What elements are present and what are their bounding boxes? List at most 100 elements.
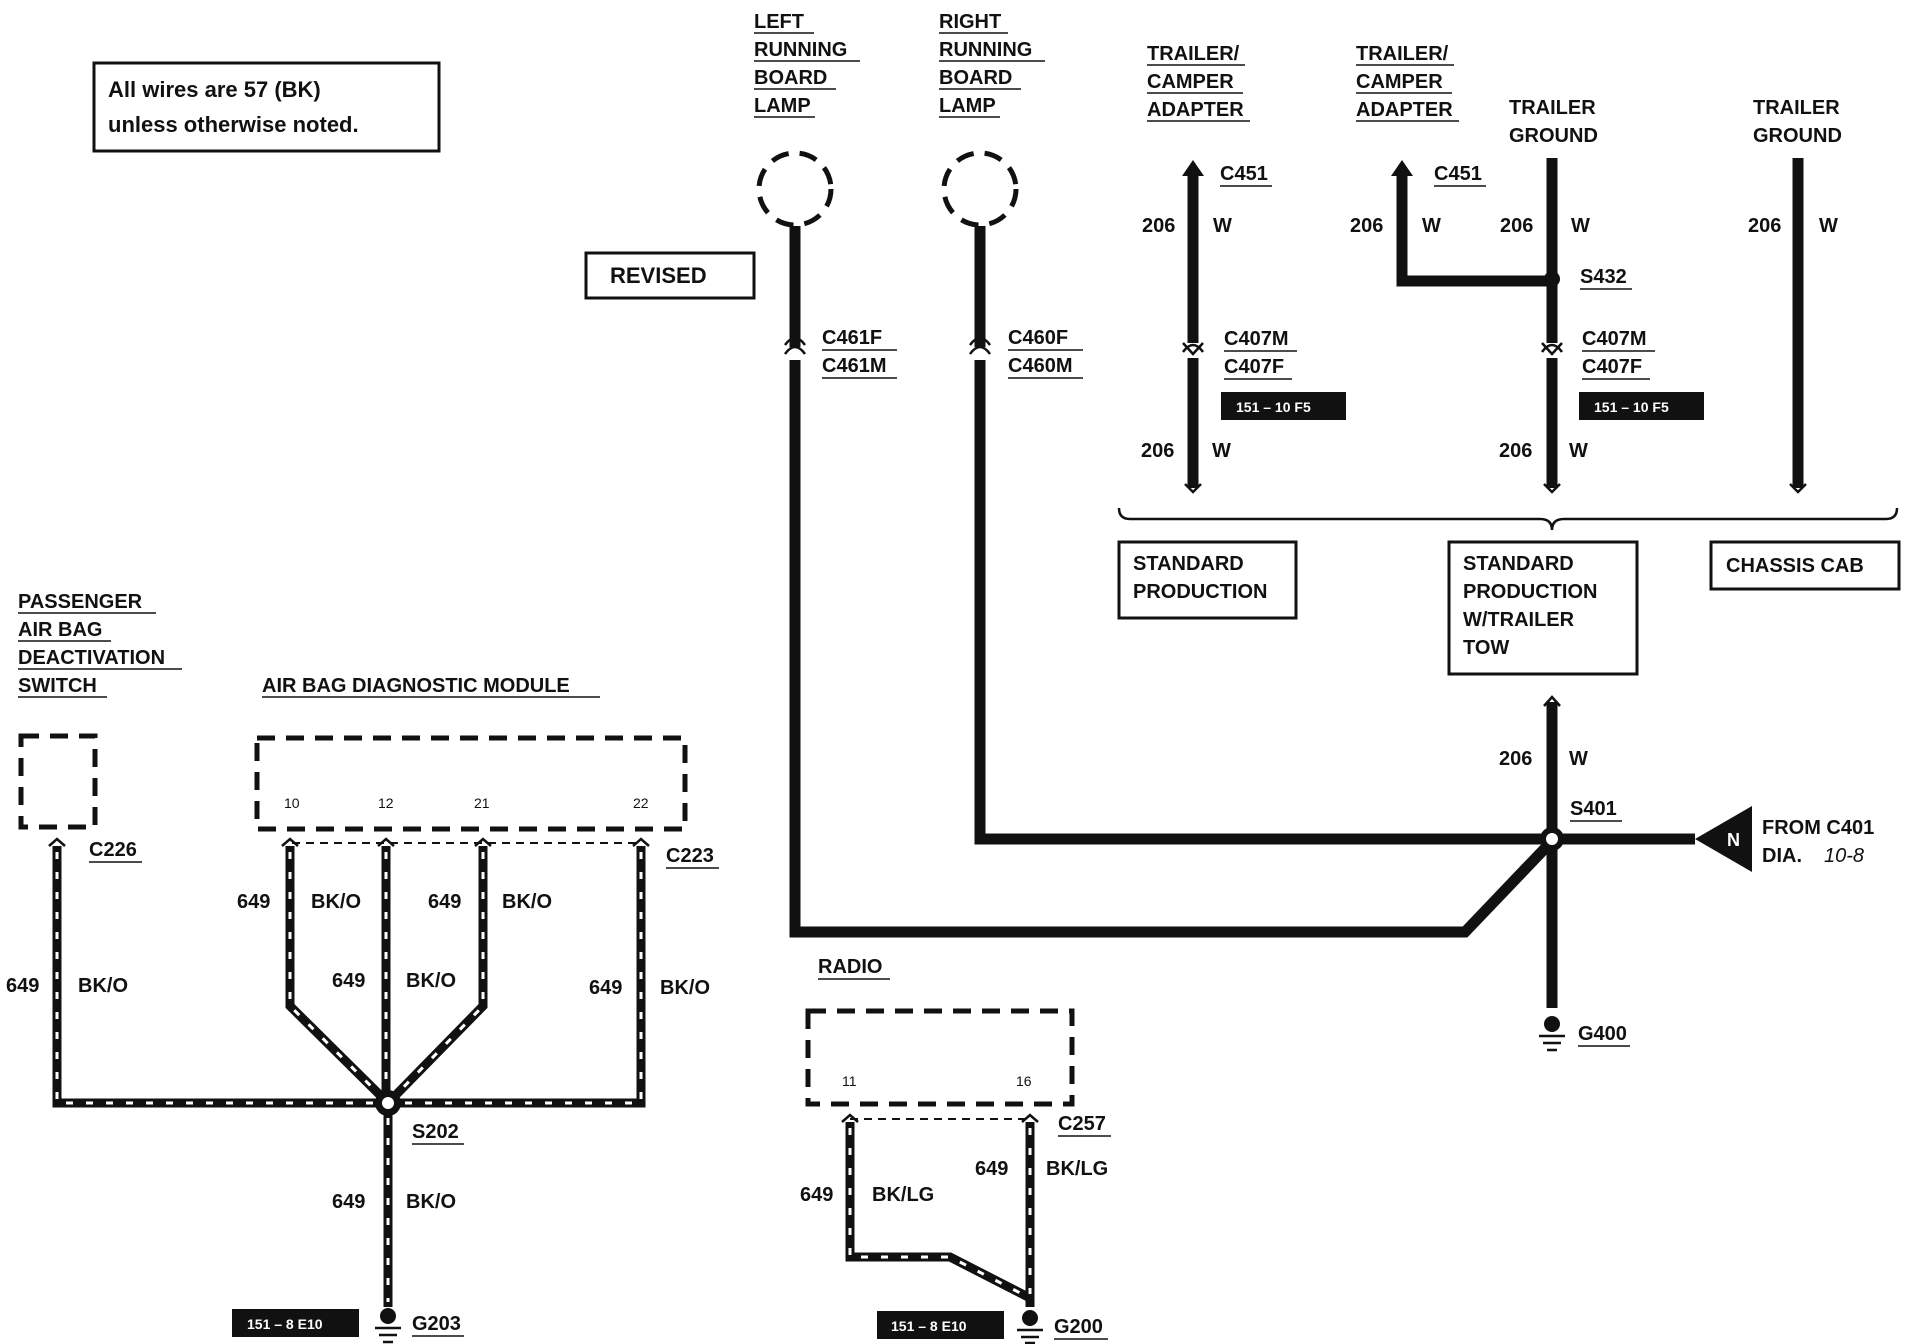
airbag-wires: [48, 837, 650, 1307]
adapter1-arrow-icon: [1182, 160, 1204, 176]
left-lamp-label-1: LEFT: [754, 11, 804, 33]
switch-circuit: 649: [6, 975, 39, 997]
adapter2-c451: C451: [1434, 163, 1482, 185]
switch-label-3: DEACTIVATION: [18, 647, 165, 669]
variant-tow-l1: STANDARD: [1463, 553, 1574, 575]
module-wire3-circuit: 649: [428, 891, 461, 913]
ground1-color-bot: W: [1569, 440, 1588, 462]
revised-stamp: REVISED: [584, 251, 756, 300]
variant-tow-l2: PRODUCTION: [1463, 581, 1597, 603]
c401-marker: N: [1727, 830, 1740, 850]
ground2-color: W: [1819, 215, 1838, 237]
module-wire3-color: BK/O: [502, 891, 552, 913]
adapter1-color-bot: W: [1212, 440, 1231, 462]
variant-chassis-l1: CHASSIS CAB: [1726, 555, 1864, 577]
radio-pin-16: 16: [1016, 1073, 1032, 1089]
adapter2-label-2: CAMPER: [1356, 71, 1443, 93]
left-lamp-label-2: RUNNING: [754, 39, 847, 61]
c460-connector-icon: [968, 345, 992, 355]
trailer-camper-adapter-2: TRAILER/ CAMPER ADAPTER C451 206 W: [1350, 43, 1550, 287]
left-lamp-label-4: LAMP: [754, 95, 811, 117]
adapter1-color-top: W: [1213, 215, 1232, 237]
g400-ground-icon: [1539, 1016, 1565, 1052]
switch-label-1: PASSENGER: [18, 591, 143, 613]
s202-label: S202: [412, 1121, 459, 1143]
adapter1-c451: C451: [1220, 163, 1268, 185]
c460m-label: C460M: [1008, 355, 1072, 377]
g200-ref: 151 – 8 E10: [891, 1318, 967, 1334]
adapter1-label-1: TRAILER/: [1147, 43, 1240, 65]
adapter2-color: W: [1422, 215, 1441, 237]
s202-circuit: 649: [332, 1191, 365, 1213]
module-symbol: [254, 735, 688, 832]
radio-title: RADIO: [818, 956, 882, 978]
c461f-label: C461F: [822, 327, 882, 349]
s202-color: BK/O: [406, 1191, 456, 1213]
variant-standard-l1: STANDARD: [1133, 553, 1244, 575]
s202-junction: S202 649 BK/O 151 – 8 E10 G203: [232, 1121, 464, 1344]
module-wire1-color: BK/O: [311, 891, 361, 913]
adapter1-ref-badge: [1221, 392, 1346, 420]
c461m-label: C461M: [822, 355, 886, 377]
variant-brace: [1117, 507, 1899, 531]
radio-pin-11: 11: [842, 1073, 857, 1089]
switch-label-2: AIR BAG: [18, 619, 102, 641]
ground1-c407f: C407F: [1582, 356, 1642, 378]
s432-label: S432: [1580, 266, 1627, 288]
variant-tow-l4: TOW: [1463, 637, 1509, 659]
variant-standard-production: STANDARD PRODUCTION: [1117, 540, 1298, 620]
module-title: AIR BAG DIAGNOSTIC MODULE: [262, 675, 570, 697]
right-lamp-label-2: RUNNING: [939, 39, 1032, 61]
variant-standard-l2: PRODUCTION: [1133, 581, 1267, 603]
adapter1-label-2: CAMPER: [1147, 71, 1234, 93]
adapter1-label-3: ADAPTER: [1147, 99, 1244, 121]
from-c401-l1: FROM C401: [1762, 817, 1874, 839]
switch-color: BK/O: [78, 975, 128, 997]
radio-right-circuit: 649: [975, 1158, 1008, 1180]
g203-ref: 151 – 8 E10: [247, 1316, 323, 1332]
adapter2-label-1: TRAILER/: [1356, 43, 1449, 65]
trailer-ground-2: TRAILER GROUND 206 W: [1748, 97, 1842, 494]
variant-trailer-tow: STANDARD PRODUCTION W/TRAILER TOW: [1447, 540, 1639, 676]
c257-label: C257: [1058, 1113, 1106, 1135]
module-pin-21: 21: [474, 795, 490, 811]
g203-label: G203: [412, 1313, 461, 1335]
ground2-label-2: GROUND: [1753, 125, 1842, 147]
c223-label: C223: [666, 845, 714, 867]
radio-right-color: BK/LG: [1046, 1158, 1108, 1180]
off-page-arrow-icon: [1695, 806, 1752, 872]
ground1-color-top: W: [1571, 215, 1590, 237]
adapter1-circuit-bot: 206: [1141, 440, 1174, 462]
adapter2-arrow-icon: [1391, 160, 1413, 176]
radio: RADIO 11 16 C257 649 BK/LG 649 BK/LG 151…: [800, 956, 1111, 1344]
s401-junction: 206 W S401 G400: [1499, 695, 1695, 1052]
variant-tow-l3: W/TRAILER: [1463, 609, 1575, 631]
c461-connector-icon: [783, 345, 807, 355]
radio-symbol: [805, 1008, 1075, 1107]
radio-left-circuit: 649: [800, 1184, 833, 1206]
s401-label: S401: [1570, 798, 1617, 820]
module-wire4-circuit: 649: [589, 977, 622, 999]
adapter1-c407f: C407F: [1224, 356, 1284, 378]
c460f-label: C460F: [1008, 327, 1068, 349]
passenger-airbag-switch: PASSENGER AIR BAG DEACTIVATION SWITCH C2…: [6, 591, 182, 997]
variant-chassis-cab: CHASSIS CAB: [1709, 540, 1901, 591]
module-wire2-circuit: 649: [332, 970, 365, 992]
left-lamp-symbol: [756, 150, 834, 228]
g200-ref-badge: [877, 1311, 1004, 1339]
from-c401-l2: DIA.: [1762, 845, 1802, 867]
adapter1-ref: 151 – 10 F5: [1236, 399, 1311, 415]
trailer-camper-adapter-1: TRAILER/ CAMPER ADAPTER C451 206 W C407M…: [1141, 43, 1346, 494]
ground1-ref-badge: [1579, 392, 1704, 420]
left-running-board-lamp: LEFT RUNNING BOARD LAMP C461F C461M: [754, 11, 897, 379]
module-wire1-circuit: 649: [237, 891, 270, 913]
right-running-board-lamp: RIGHT RUNNING BOARD LAMP C460F C460M: [939, 11, 1083, 379]
left-lamp-label-3: BOARD: [754, 67, 827, 89]
right-lamp-label-4: LAMP: [939, 95, 996, 117]
ground1-label-2: GROUND: [1509, 125, 1598, 147]
note-line-1: All wires are 57 (BK): [108, 77, 321, 102]
s401-circuit: 206: [1499, 748, 1532, 770]
g200-label: G200: [1054, 1316, 1103, 1338]
trailer-ground-1: TRAILER GROUND 206 W S432 C407M C407F 15…: [1499, 97, 1704, 494]
ground1-ref: 151 – 10 F5: [1594, 399, 1669, 415]
